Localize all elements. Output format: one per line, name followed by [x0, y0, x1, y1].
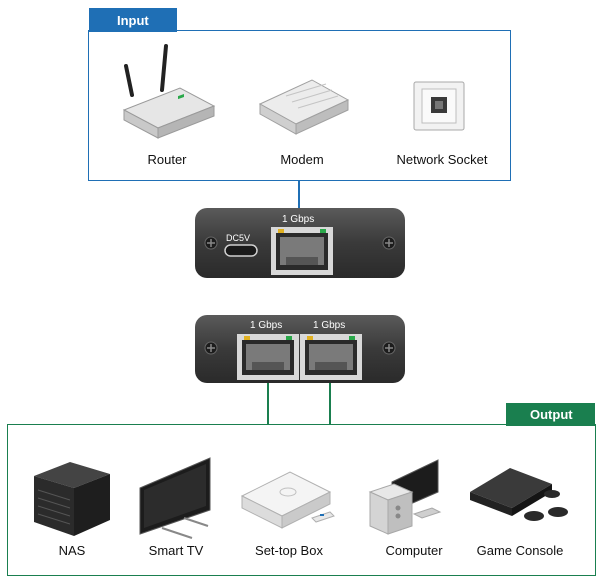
network-socket-label: Network Socket — [396, 152, 488, 167]
output-panel — [7, 424, 596, 576]
top-switch-unit — [195, 208, 405, 278]
router-icon — [122, 44, 216, 139]
smart-tv-icon — [139, 457, 211, 539]
modem-icon — [258, 79, 350, 135]
input-tag: Input — [89, 8, 177, 32]
bottom-port-speed-2: 1 Gbps — [313, 320, 346, 331]
modem-label: Modem — [280, 152, 324, 167]
bottom-switch-unit — [195, 315, 405, 383]
network-socket-icon — [413, 81, 465, 131]
set-top-box-label: Set-top Box — [255, 543, 323, 558]
smart-tv-label: Smart TV — [148, 543, 204, 558]
set-top-box-icon — [240, 471, 335, 529]
game-console-icon — [470, 468, 568, 521]
top-port-speed: 1 Gbps — [282, 214, 315, 225]
computer-icon — [368, 459, 442, 535]
router-label: Router — [147, 152, 187, 167]
output-tag: Output — [506, 403, 595, 426]
game-console-label: Game Console — [476, 543, 564, 558]
nas-label: NAS — [58, 543, 86, 558]
nas-icon — [34, 462, 110, 536]
bottom-port-speed-1: 1 Gbps — [250, 320, 283, 331]
input-panel — [88, 30, 511, 181]
power-port-label: DC5V — [226, 233, 251, 243]
computer-label: Computer — [385, 543, 443, 558]
